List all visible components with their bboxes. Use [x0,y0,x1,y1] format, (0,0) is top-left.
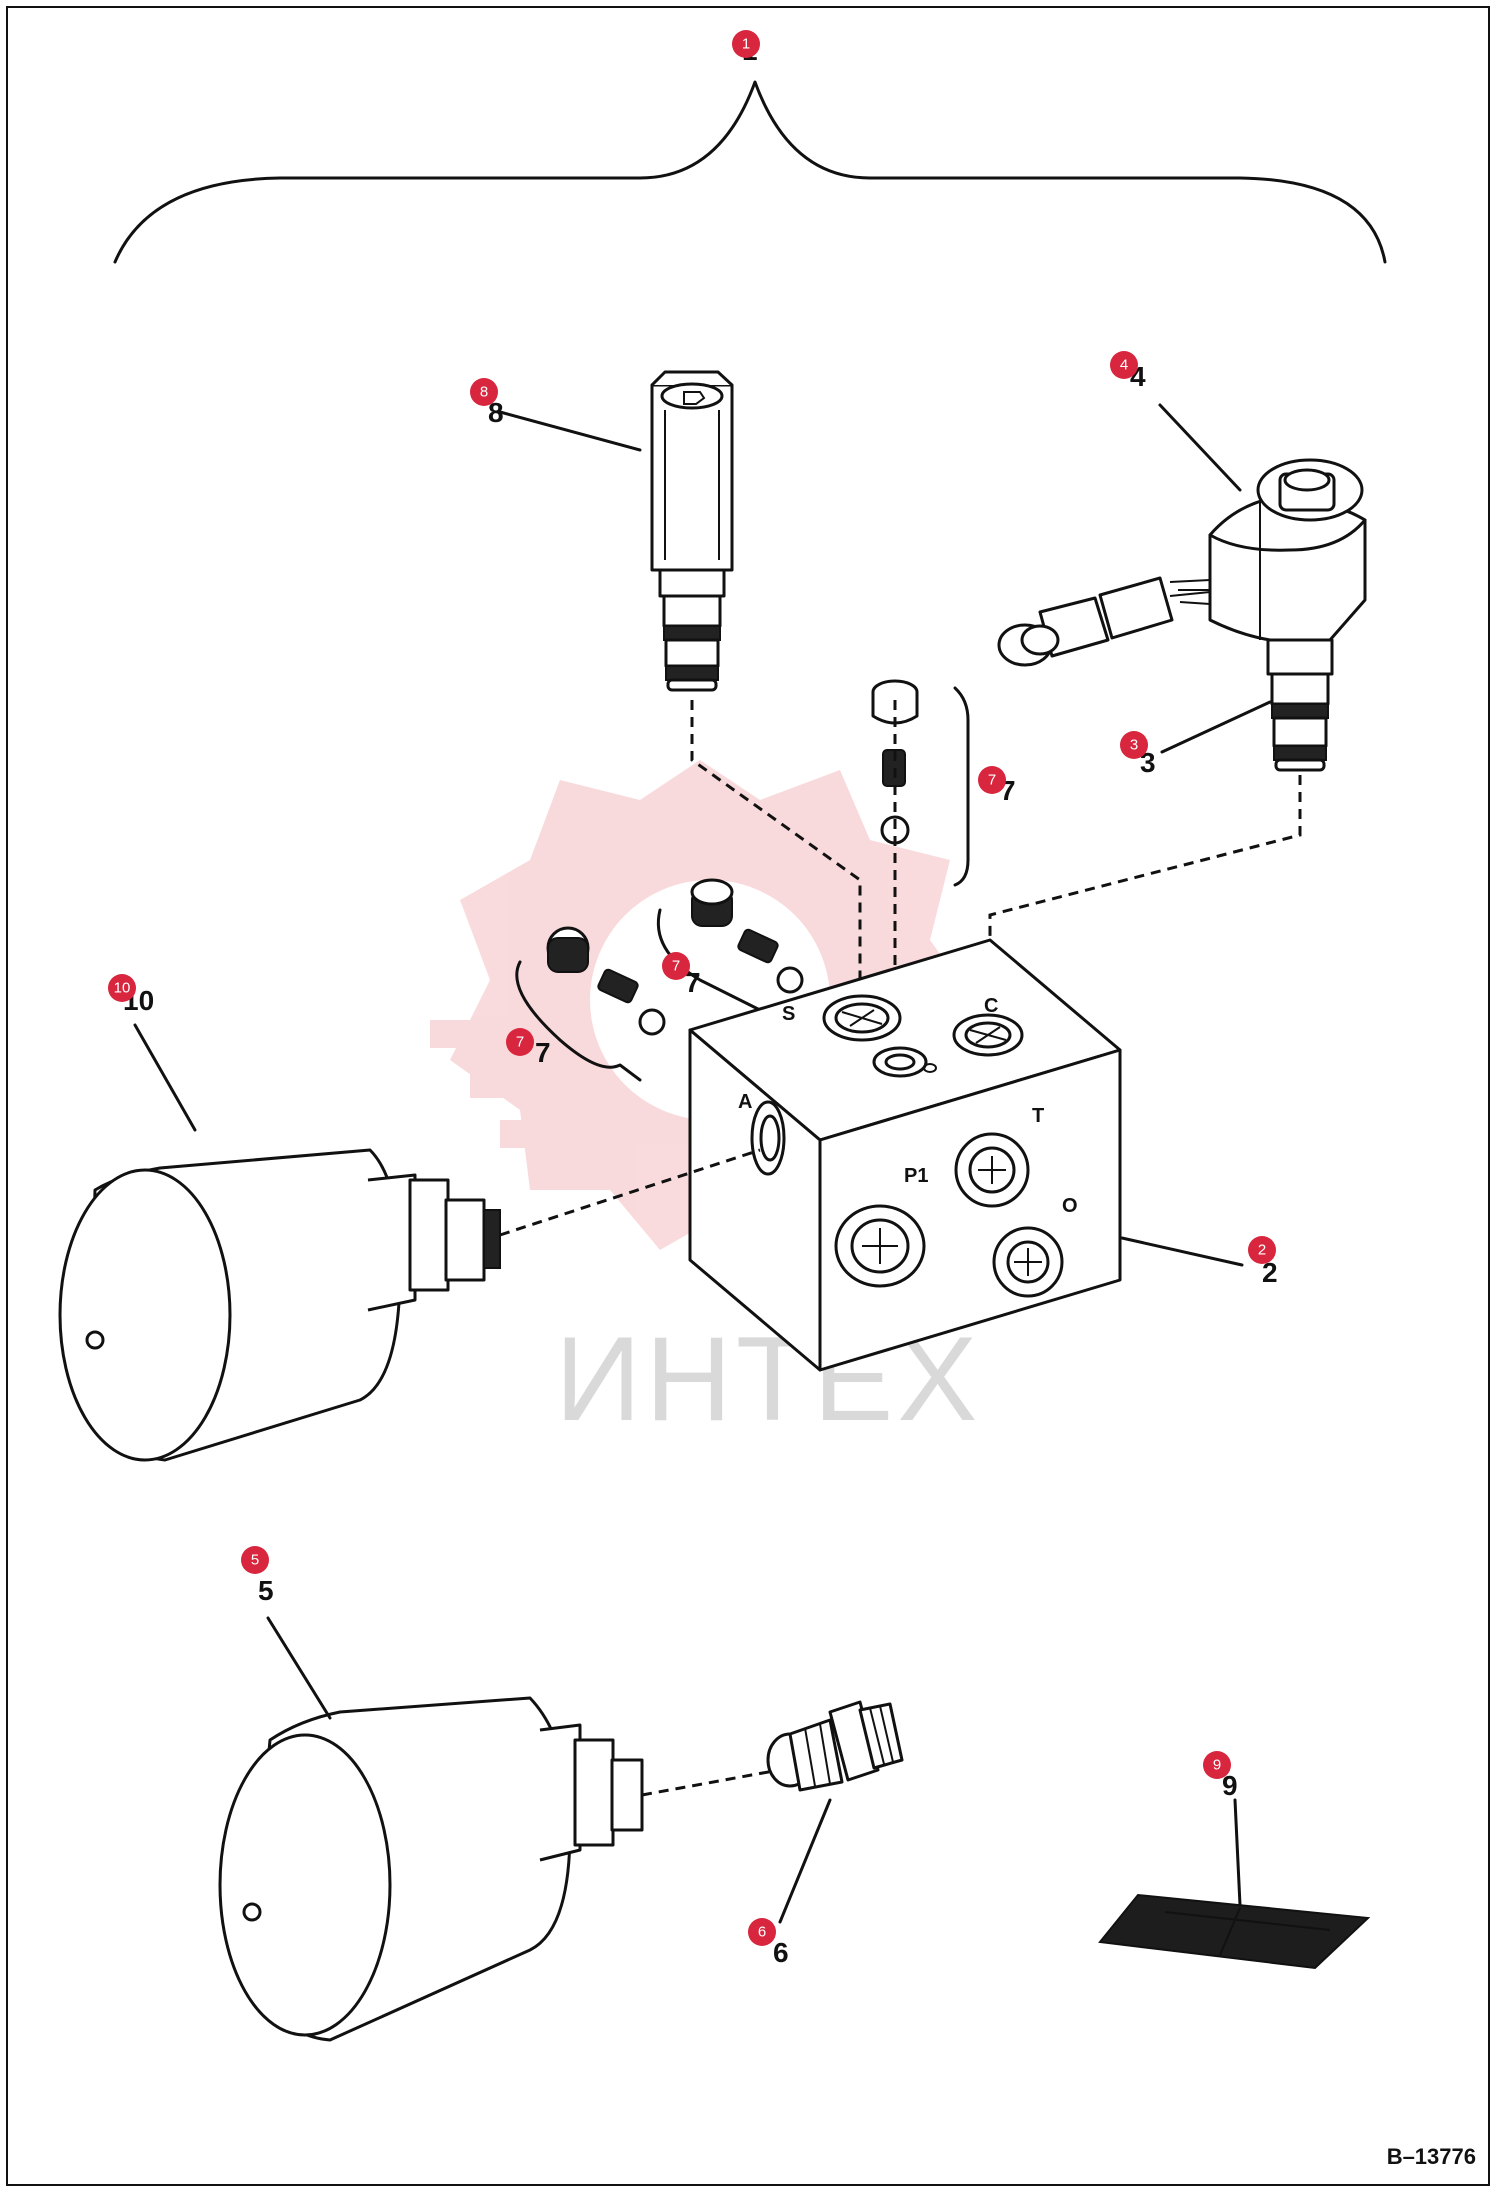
leader-5-dashed [641,1766,791,1797]
port-a [750,1100,786,1176]
port-top-c [952,1013,1024,1057]
check-plug-left [546,926,666,1036]
check-plug-middle [690,878,804,994]
part-number-2: 2 [1262,1257,1278,1288]
callout-1-label: 1 [742,36,750,53]
leader-10 [133,1023,197,1132]
leader-9 [1233,1798,1242,1907]
callout-7-top-label: 7 [988,772,996,789]
callout-2-label: 2 [1258,1242,1266,1259]
adapter-fitting [766,1700,904,1792]
part-number-7-middle: 7 [685,967,701,998]
port-top-s [822,994,902,1042]
port-label-s: S [782,1003,795,1025]
port-t [954,1132,1030,1208]
callout-10-label: 10 [114,980,131,997]
leader-10-dashed [499,1148,761,1237]
leader-5 [266,1616,332,1720]
assembly-brace [113,80,1387,264]
port-p1 [834,1204,926,1288]
callout-4[interactable]: 4 [1110,351,1138,379]
callout-7-middle-label: 7 [672,958,680,975]
leader-3 [1160,700,1272,754]
leader-4 [1158,403,1242,492]
drawing-number: B–13776 [1386,2144,1476,2169]
callout-6-label: 6 [758,1924,766,1941]
callout-8-label: 8 [480,384,488,401]
callout-7-top[interactable]: 7 [978,766,1006,794]
callout-5-label: 5 [251,1552,259,1569]
solenoid-valve-cartridge [1266,638,1334,772]
callout-7-left-label: 7 [516,1034,524,1051]
port-label-a: A [738,1091,752,1113]
callout-4-label: 4 [1120,357,1128,374]
part-number-5: 5 [258,1575,274,1606]
solenoid-coil [1208,458,1367,644]
manifold-block [688,938,1122,1372]
port-label-t: T [1032,1105,1044,1127]
callout-7-left[interactable]: 7 [506,1028,534,1056]
callout-6[interactable]: 6 [748,1918,776,1946]
callout-3[interactable]: 3 [1120,731,1148,759]
leader-3-dashed [988,775,1302,980]
callout-10[interactable]: 10 [108,974,136,1002]
part-number-8: 8 [488,397,504,428]
drawing-frame [6,6,1490,2186]
brace-7-left [515,960,642,1082]
part-number-6: 6 [773,1937,789,1968]
decal [1098,1893,1371,1970]
port-o [992,1226,1064,1298]
accumulator-lower [218,1696,644,2042]
leader-8 [498,410,642,452]
port-label-p1: P1 [904,1165,928,1187]
callout-5[interactable]: 5 [241,1546,269,1574]
port-label-o: O [1062,1195,1078,1217]
callout-8[interactable]: 8 [470,378,498,406]
part-number-9: 9 [1222,1770,1238,1801]
relief-valve-cartridge [650,370,734,692]
brace-7-middle [656,908,762,1012]
brace-7-top [953,686,970,887]
port-top-small [872,1046,937,1078]
port-label-c: C [984,995,998,1017]
leader-6 [778,1798,832,1924]
solenoid-connector [997,576,1211,667]
callout-9[interactable]: 9 [1203,1751,1231,1779]
callout-3-label: 3 [1130,737,1138,754]
callout-1[interactable]: 1 [732,30,760,58]
callout-7-middle[interactable]: 7 [662,952,690,980]
leader-2 [1120,1236,1244,1267]
part-number-7-left: 7 [535,1037,551,1068]
callout-2[interactable]: 2 [1248,1236,1276,1264]
callout-9-label: 9 [1213,1757,1221,1774]
accumulator-upper [58,1148,501,1462]
